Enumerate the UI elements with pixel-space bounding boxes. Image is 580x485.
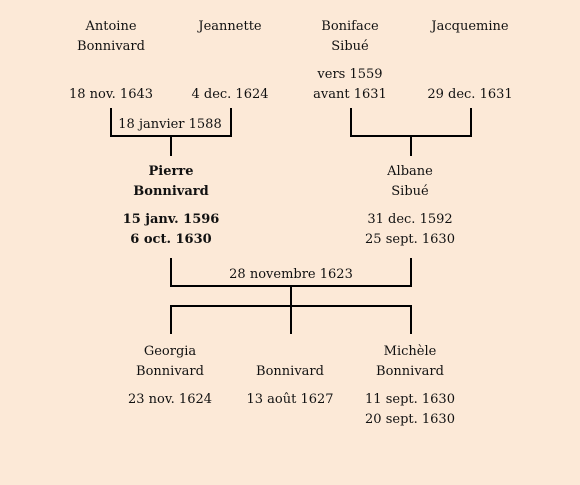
pierre-last-name: Bonnivard (133, 184, 209, 199)
boniface-date-2: avant 1631 (313, 87, 387, 102)
marriage-date-paternal: 18 janvier 1588 (118, 117, 222, 132)
georgia-last-name: Bonnivard (136, 364, 204, 379)
antoine-first-name: Antoine (85, 19, 137, 34)
marriage-date-parents: 28 novembre 1623 (229, 267, 353, 282)
georgia-date: 23 nov. 1624 (127, 392, 213, 407)
jacquemine-first-name: Jacquemine (431, 19, 509, 34)
albane-death-date: 25 sept. 1630 (365, 232, 455, 247)
jacquemine-date: 29 dec. 1631 (427, 87, 513, 102)
boniface-date-1: vers 1559 (317, 67, 383, 82)
jeannette-first-name: Jeannette (198, 19, 262, 34)
pierre-first-name: Pierre (148, 164, 194, 179)
jeannette-date: 4 dec. 1624 (191, 87, 269, 102)
michele-date-1: 11 sept. 1630 (365, 392, 455, 407)
boniface-last-name: Sibué (331, 39, 369, 54)
michele-date-2: 20 sept. 1630 (365, 412, 455, 427)
pierre-birth-date: 15 janv. 1596 (122, 212, 220, 227)
albane-last-name: Sibué (391, 184, 429, 199)
antoine-date: 18 nov. 1643 (68, 87, 154, 102)
unnamed-child-date: 13 août 1627 (246, 392, 334, 407)
albane-birth-date: 31 dec. 1592 (367, 212, 453, 227)
michele-first-name: Michèle (383, 344, 437, 359)
pierre-death-date: 6 oct. 1630 (130, 232, 212, 247)
unnamed-child-last-name: Bonnivard (256, 364, 324, 379)
michele-last-name: Bonnivard (376, 364, 444, 379)
albane-first-name: Albane (387, 164, 433, 179)
antoine-last-name: Bonnivard (77, 39, 145, 54)
georgia-first-name: Georgia (143, 344, 197, 359)
boniface-first-name: Boniface (321, 19, 379, 34)
